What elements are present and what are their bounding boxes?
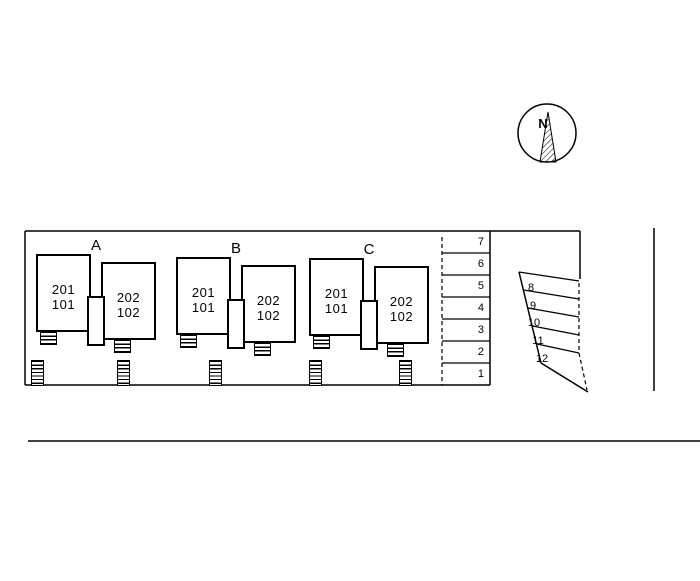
stairs-icon [309, 360, 322, 386]
building-c-stairwell [360, 300, 378, 350]
parking-space-label: 3 [477, 324, 484, 336]
compass-needle-icon [539, 111, 557, 163]
unit-number-upper: 202 [256, 293, 281, 308]
parking-space-label: 5 [477, 280, 484, 292]
unit-number-lower: 102 [256, 308, 281, 323]
unit-number-lower: 102 [389, 309, 414, 324]
parking-space-label: 12 [535, 353, 549, 365]
stairs-icon [209, 360, 222, 386]
unit-number-lower: 101 [191, 300, 216, 315]
unit-number-lower: 101 [51, 297, 76, 312]
compass-north-label: N [538, 116, 547, 131]
parking-space-label: 4 [477, 302, 484, 314]
parking-column-lines [441, 237, 490, 385]
building-b-left-unit: 201 101 [176, 257, 231, 335]
building-c-left-unit: 201 101 [309, 258, 364, 336]
parking-space-label: 7 [477, 236, 484, 248]
unit-number-upper: 201 [191, 285, 216, 300]
stairs-icon [254, 342, 271, 356]
unit-number-lower: 101 [324, 301, 349, 316]
parking-space-label: 10 [527, 317, 541, 329]
stairs-icon [117, 360, 130, 386]
stairs-icon [387, 343, 404, 357]
building-a-right-unit: 202 102 [101, 262, 156, 340]
building-a-stairwell [87, 296, 105, 346]
building-b-label: B [230, 240, 241, 257]
building-c-right-unit: 202 102 [374, 266, 429, 344]
unit-number-upper: 201 [51, 282, 76, 297]
building-b-stairwell [227, 299, 245, 349]
building-b-right-unit: 202 102 [241, 265, 296, 343]
building-a-label: A [90, 237, 101, 254]
compass: N [517, 103, 577, 163]
stairs-icon [180, 334, 197, 348]
unit-number-upper: 201 [324, 286, 349, 301]
unit-number-upper: 202 [389, 294, 414, 309]
road-lines [28, 228, 700, 442]
stairs-icon [114, 339, 131, 353]
parking-slanted-lines [518, 271, 589, 393]
parking-space-label: 2 [477, 346, 484, 358]
site-boundary [24, 230, 581, 386]
building-a-left-unit: 201 101 [36, 254, 91, 332]
stairs-icon [31, 360, 44, 386]
building-c-label: C [363, 241, 375, 258]
parking-space-label: 8 [527, 282, 535, 294]
parking-space-label: 11 [532, 335, 544, 347]
stairs-icon [313, 335, 330, 349]
unit-number-lower: 102 [116, 305, 141, 320]
parking-space-label: 6 [477, 258, 484, 270]
parking-space-label: 1 [477, 368, 484, 380]
parking-space-label: 9 [529, 300, 537, 312]
unit-number-upper: 202 [116, 290, 141, 305]
stairs-icon [40, 331, 57, 345]
stairs-icon [399, 360, 412, 386]
